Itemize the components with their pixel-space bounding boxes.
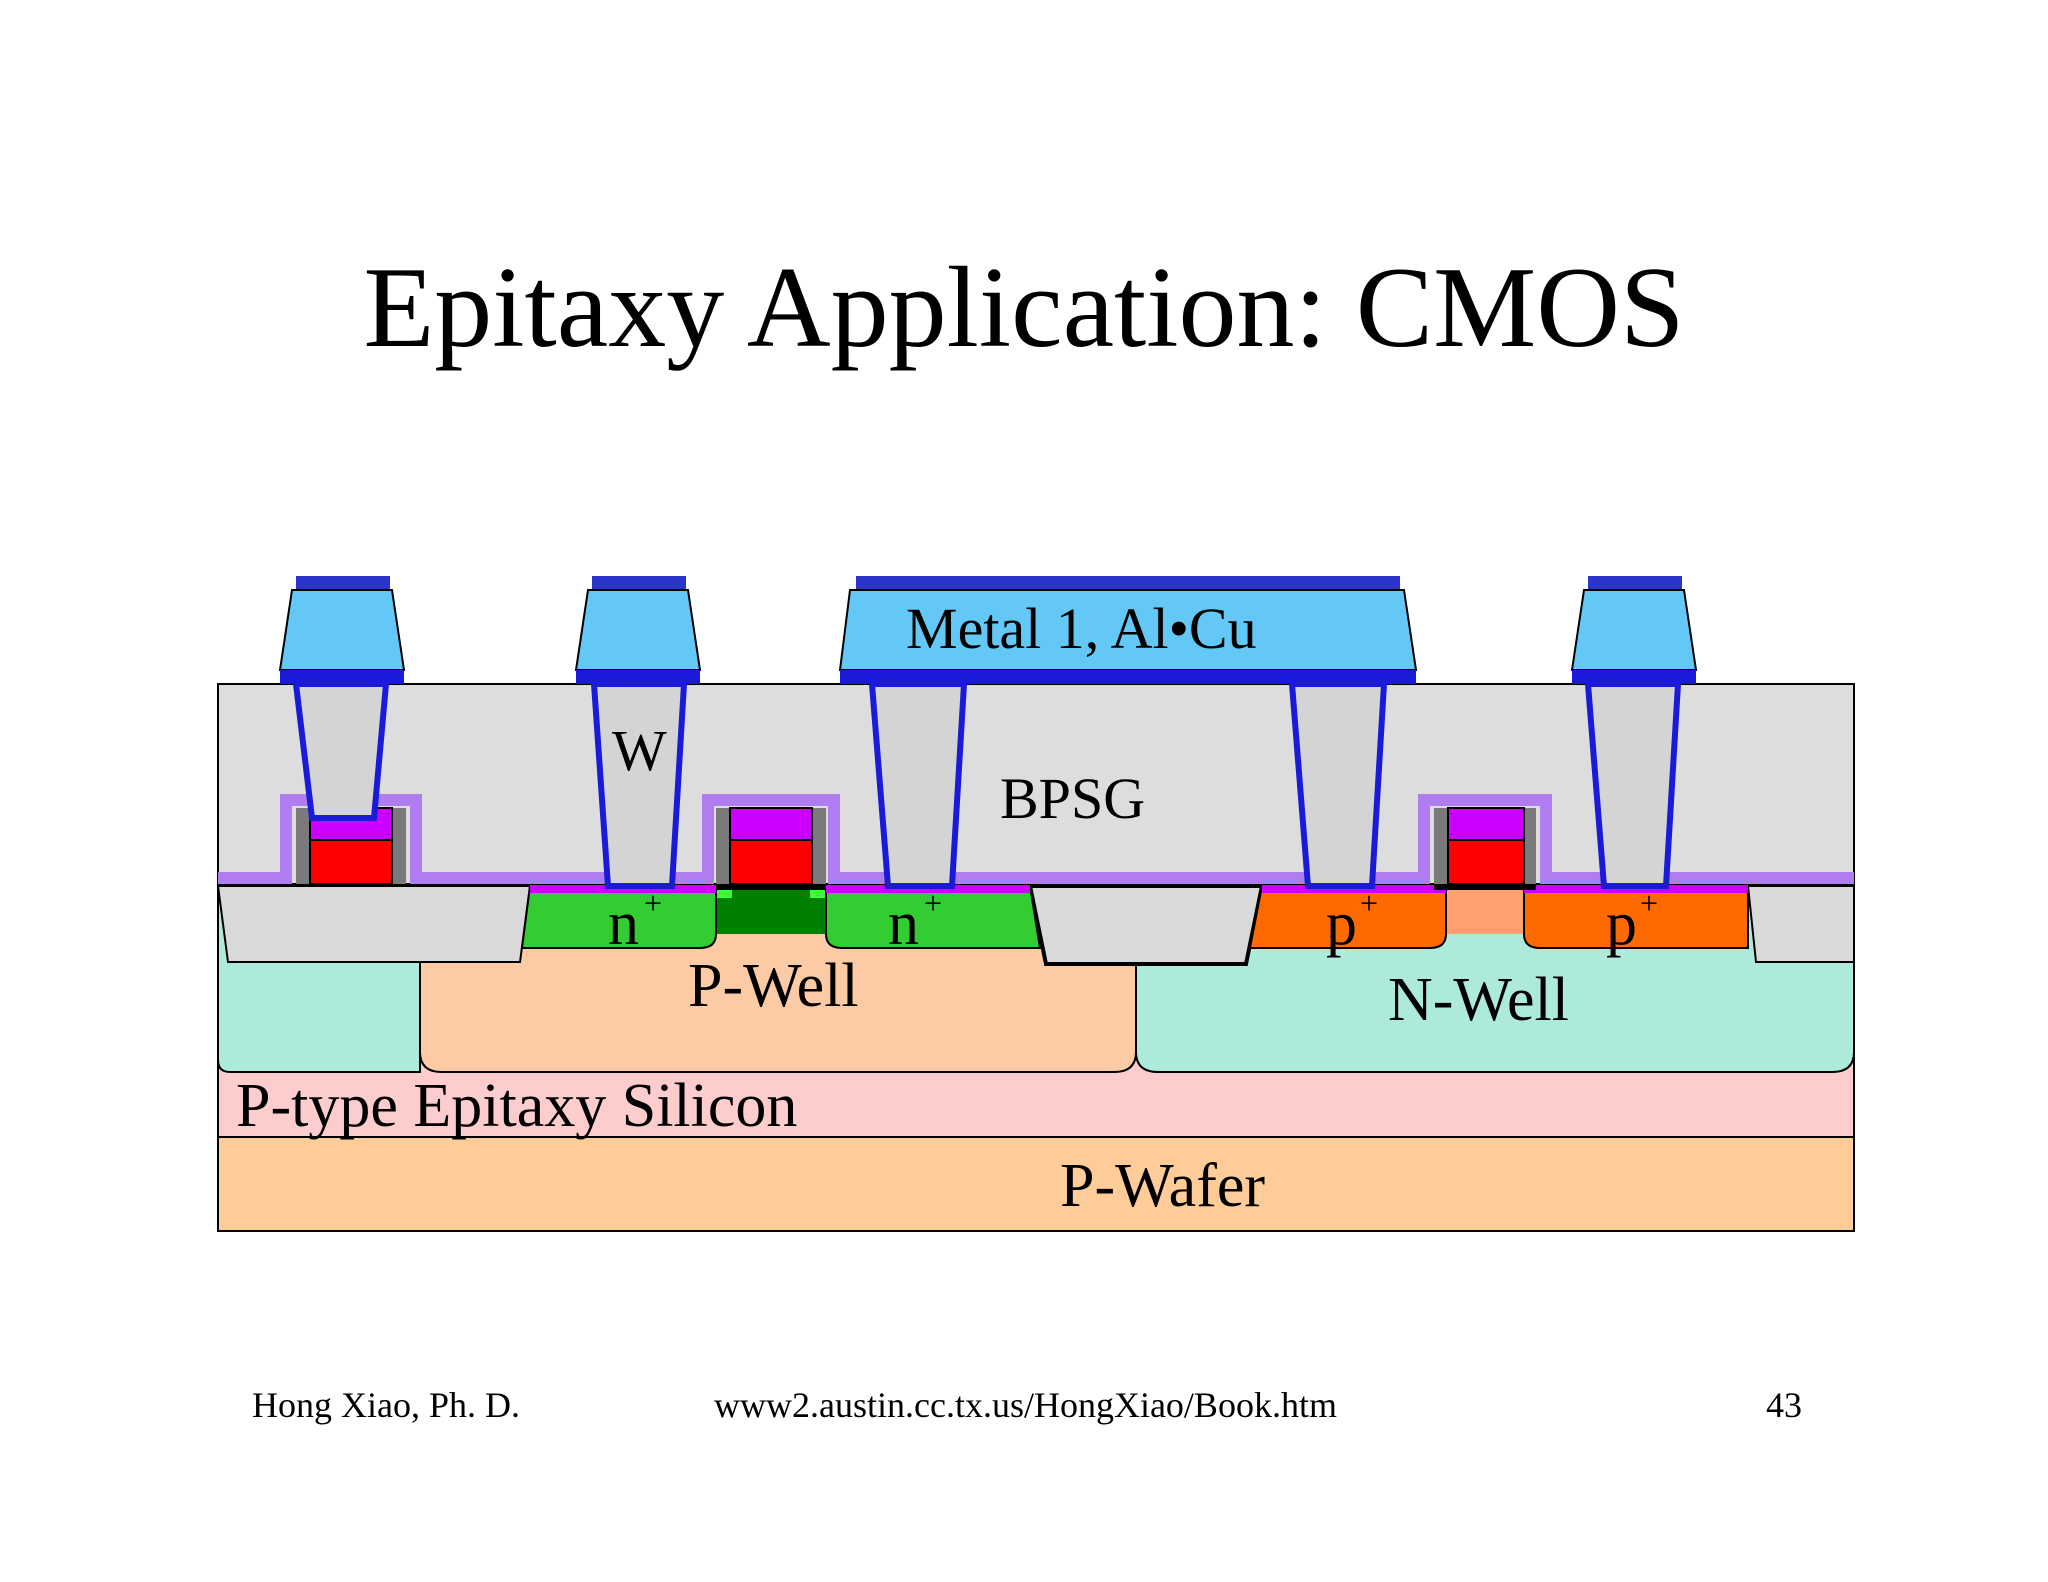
p-plus-right [1523,885,1749,949]
w-plug-4 [1288,681,1388,889]
gate-stack-nmos [716,807,826,885]
p-plus-left [1248,885,1447,949]
n-plus-sup-right: + [924,885,942,921]
w-plug-5 [1584,681,1682,889]
n-plus-left [520,885,717,949]
n-plus-label-left: n [608,890,639,958]
slide-title: Epitaxy Application: CMOS [363,244,1685,372]
bpsg-layer [217,683,1855,885]
footer-url: www2.austin.cc.tx.us/HongXiao/Book.htm [714,1385,1337,1425]
p-well-label: P-Well [688,952,859,1020]
footer-author: Hong Xiao, Ph. D. [252,1385,520,1425]
w-plug-3 [868,681,968,889]
p-plus-sup-right: + [1640,885,1658,921]
wafer-label: P-Wafer [1060,1152,1265,1220]
p-plus-sup-left: + [1360,885,1378,921]
n-plus-label-right: n [888,890,919,958]
metal-line-4 [1570,576,1698,684]
metal-line-1 [278,576,406,684]
gate-oxide-n [716,884,826,890]
sti-left [216,885,532,963]
tungsten-label: W [612,718,667,783]
metal-label: Metal 1, Al•Cu [906,596,1257,661]
nmos-ldd-left [716,890,732,898]
bpsg-label: BPSG [1000,766,1145,831]
sti-middle [1027,884,1265,966]
w-plug-1 [292,681,390,821]
metal-line-3 [838,576,1418,684]
nmos-ldd-right [810,890,826,898]
n-plus-sup-left: + [644,885,662,921]
sti-right [1746,885,1855,963]
n-well-label: N-Well [1388,966,1569,1034]
p-plus-label-right: p [1606,890,1637,958]
p-wafer-layer [217,1136,1855,1232]
metal-line-2 [574,576,702,684]
footer-page-number: 43 [1766,1385,1802,1425]
nmos-channel [716,886,826,934]
epi-label: P-type Epitaxy Silicon [236,1072,797,1140]
gate-oxide-p [1434,884,1536,890]
p-plus-label-left: p [1326,890,1357,958]
gate-stack-pmos [1434,807,1536,885]
pmos-channel [1446,886,1524,934]
n-plus-right [825,885,1042,949]
w-plug-2 [590,681,688,889]
